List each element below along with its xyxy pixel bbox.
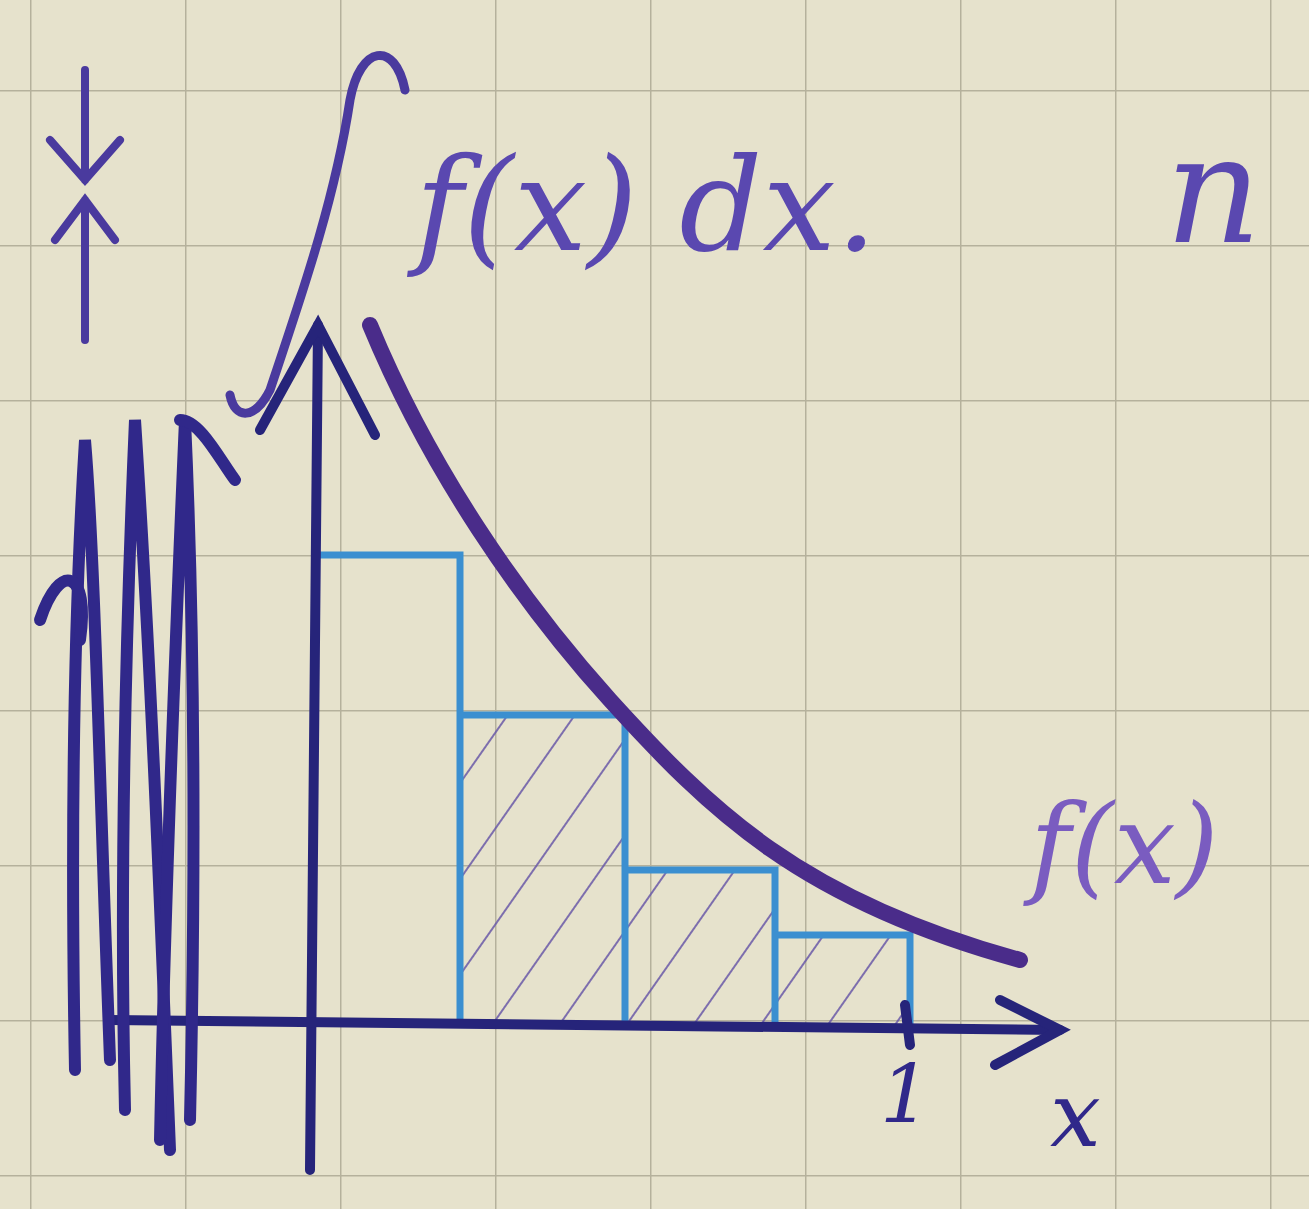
integral-sign bbox=[230, 55, 405, 413]
limit-arrows bbox=[50, 70, 120, 340]
axis-label: x bbox=[1050, 1070, 1101, 1160]
integral-expression: f(x) dx. bbox=[415, 140, 877, 270]
hatched-area bbox=[460, 715, 910, 1025]
axes bbox=[110, 325, 1060, 1170]
function-curve bbox=[370, 325, 1020, 960]
function-label: f(x) bbox=[1030, 790, 1219, 900]
partial-letter: n bbox=[1165, 115, 1262, 265]
scribbles bbox=[40, 420, 235, 1150]
riemann-steps bbox=[318, 555, 910, 1025]
tick-label: 1 bbox=[880, 1055, 931, 1135]
